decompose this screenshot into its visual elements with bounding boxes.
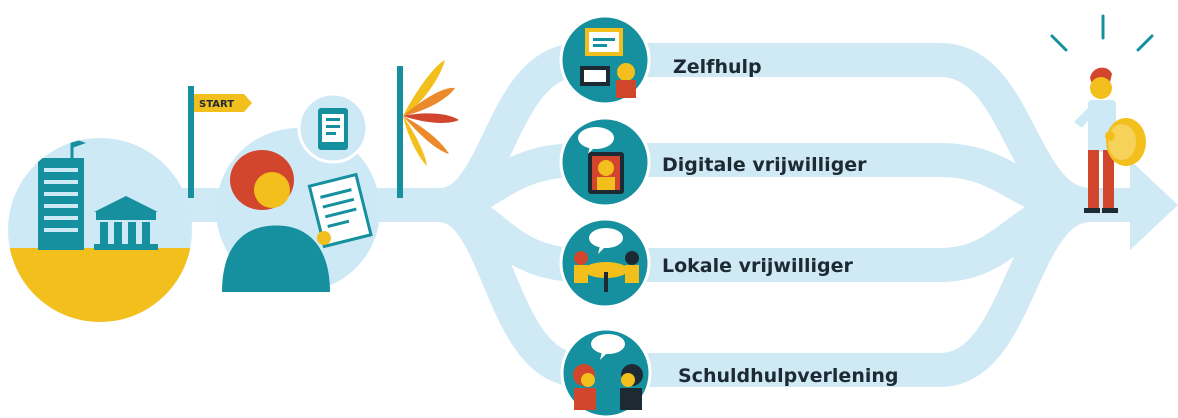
route-lokale-vrijwilliger: Lokale vrijwilliger <box>559 217 854 309</box>
route-label-lokale-vrijwilliger: Lokale vrijwilliger <box>662 255 854 277</box>
shine-lines <box>1050 14 1154 52</box>
applicant-illustration <box>216 92 380 292</box>
arrow-head <box>1130 160 1178 250</box>
form-document-icon <box>307 172 373 249</box>
meeting-table-icon <box>574 228 639 292</box>
route-label-digitale-vrijwilliger: Digitale vrijwilliger <box>662 154 867 176</box>
start-flag: START <box>188 86 252 198</box>
video-call-icon <box>578 127 624 194</box>
conversation-icon <box>573 334 643 410</box>
laptop-self-help-icon <box>580 28 636 98</box>
route-digitale-vrijwilliger: Digitale vrijwilliger <box>559 116 867 208</box>
route-path-digitale <box>439 143 1091 222</box>
town-hall-icon <box>94 196 158 250</box>
start-flag-label: START <box>199 99 234 110</box>
route-path-schuldhulp <box>437 188 1093 387</box>
route-label-schuldhulpverlening: Schuldhulpverlening <box>678 365 899 387</box>
flow-paths <box>120 43 1140 387</box>
route-path-zelfhulp <box>437 43 1092 222</box>
happy-person-illustration <box>1050 14 1154 213</box>
route-zelfhulp: Zelfhulp <box>559 14 762 106</box>
route-schuldhulpverlening: Schuldhulpverlening <box>560 327 899 418</box>
sunburst-flag <box>397 60 459 198</box>
coin-icon <box>1106 118 1146 166</box>
route-label-zelfhulp: Zelfhulp <box>673 56 762 78</box>
municipality-illustration <box>8 138 192 322</box>
